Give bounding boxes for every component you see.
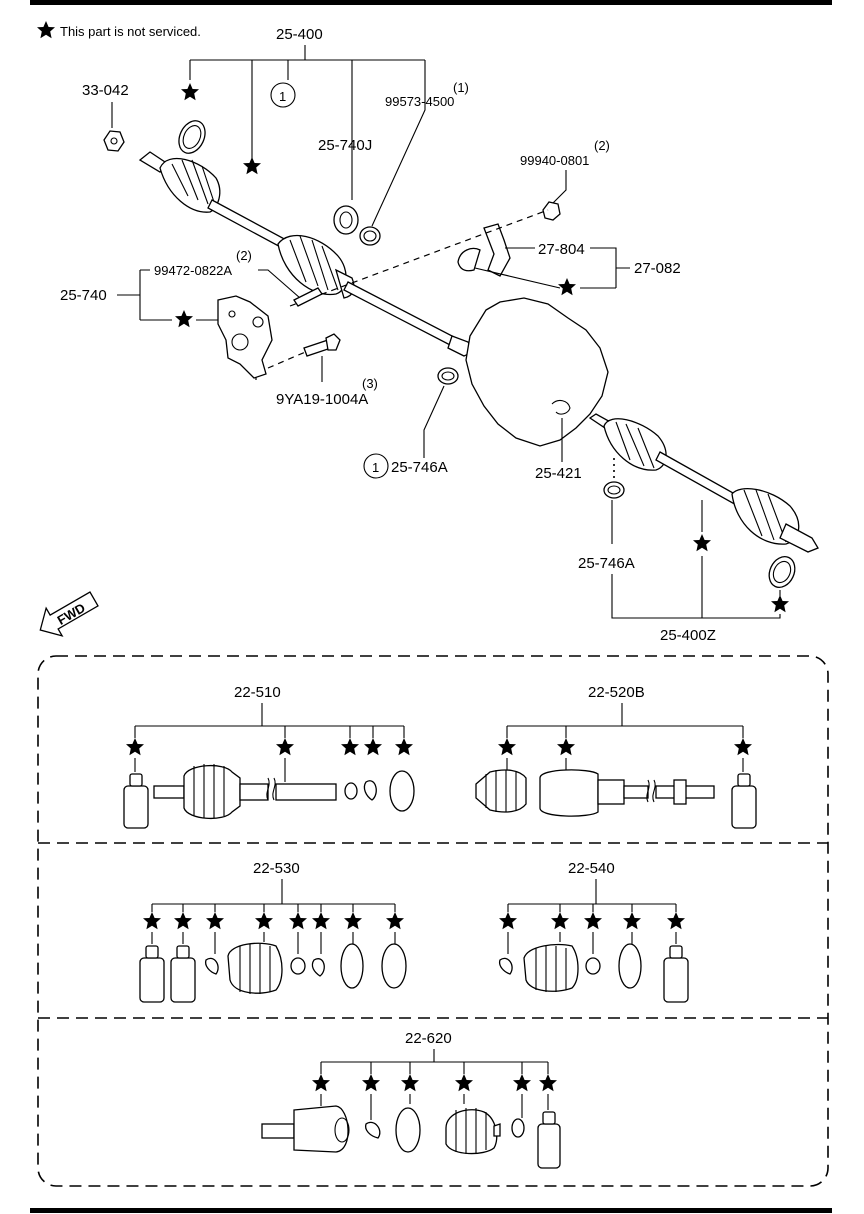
star-icon (584, 912, 602, 930)
kit-22-530: 22-530 (139, 860, 407, 1003)
star-icon (312, 912, 330, 930)
label-99573-4500: 99573-4500 (385, 94, 454, 109)
qty-99940: (2) (594, 138, 610, 153)
star-icon (175, 310, 193, 328)
label-27-804: 27-804 (538, 241, 585, 258)
star-icon (243, 157, 261, 175)
star-icon (693, 534, 711, 552)
top-rule (30, 0, 832, 5)
star-icon (557, 738, 575, 756)
star-icon (362, 1074, 380, 1092)
qty-99573: (1) (453, 80, 469, 95)
label-25-740J: 25-740J (318, 137, 372, 154)
star-icon (206, 912, 224, 930)
kit-22-620: 22-620 (261, 1030, 561, 1169)
star-icon (386, 912, 404, 930)
qty-9YA19: (3) (362, 376, 378, 391)
label-25-746A-right: 25-746A (578, 555, 635, 572)
star-icon (255, 912, 273, 930)
label-9YA19-1004A: 9YA19-1004A (276, 391, 368, 408)
star-icon (498, 738, 516, 756)
star-icon (551, 912, 569, 930)
star-icon (276, 738, 294, 756)
kit-22-510: 22-510 (123, 684, 415, 829)
kit-22-520B: 22-520B (475, 684, 757, 829)
callout-1: 1 (279, 89, 286, 104)
kit-label-22-620: 22-620 (405, 1030, 452, 1047)
star-icon (126, 738, 144, 756)
star-icon (513, 1074, 531, 1092)
star-icon (143, 912, 161, 930)
label-27-082: 27-082 (634, 260, 681, 277)
label-25-746A-left: 25-746A (391, 459, 448, 476)
kit-label-22-520B: 22-520B (588, 684, 645, 701)
note-text: This part is not serviced. (60, 24, 201, 39)
star-icon (558, 278, 576, 296)
star-icon (734, 738, 752, 756)
kit-label-22-540: 22-540 (568, 860, 615, 877)
star-icon (539, 1074, 557, 1092)
label-33-042: 33-042 (82, 82, 129, 99)
service-kits: 22-510 22-520B (37, 655, 829, 1187)
star-icon (395, 738, 413, 756)
star-icon (341, 738, 359, 756)
star-icon (181, 83, 199, 101)
star-icon (499, 912, 517, 930)
kit-label-22-510: 22-510 (234, 684, 281, 701)
label-99472-0822A: 99472-0822A (154, 263, 232, 278)
label-25-421: 25-421 (535, 465, 582, 482)
fwd-arrow-icon: FWD (39, 591, 99, 637)
star-icon (771, 595, 789, 613)
label-25-400: 25-400 (276, 26, 323, 43)
star-icon (623, 912, 641, 930)
upper-exploded-view: 25-400 1 (1) 99573-4500 33-042 25-740J (39, 26, 819, 644)
label-99940-0801: 99940-0801 (520, 153, 589, 168)
label-25-400Z: 25-400Z (660, 627, 716, 644)
star-icon (667, 912, 685, 930)
star-icon (344, 912, 362, 930)
star-icon (37, 21, 55, 39)
kit-label-22-530: 22-530 (253, 860, 300, 877)
star-icon (289, 912, 307, 930)
qty-99472: (2) (236, 248, 252, 263)
star-icon (401, 1074, 419, 1092)
star-icon (174, 912, 192, 930)
kit-22-540: 22-540 (498, 860, 689, 1003)
star-icon (312, 1074, 330, 1092)
star-icon (364, 738, 382, 756)
label-25-740: 25-740 (60, 287, 107, 304)
callout-1-seal: 1 (372, 460, 379, 475)
star-icon (455, 1074, 473, 1092)
bottom-rule (30, 1208, 832, 1213)
